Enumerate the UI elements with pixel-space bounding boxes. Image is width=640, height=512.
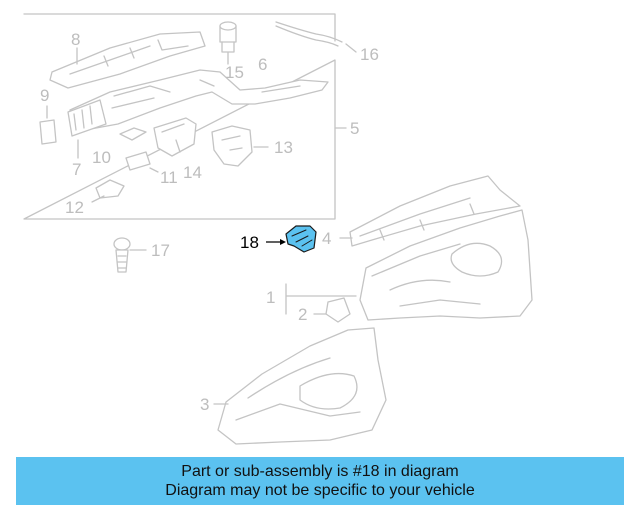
callout-13: 13 — [274, 138, 293, 157]
part-4-reinforcement — [339, 175, 521, 247]
callout-3: 3 — [200, 395, 209, 414]
callout-9: 9 — [40, 86, 49, 105]
part-15-plug — [219, 21, 237, 65]
banner-line-1: Part or sub-assembly is #18 in diagram — [181, 463, 459, 480]
part-6-rail — [69, 69, 329, 133]
callout-2: 2 — [298, 305, 307, 324]
callout-15: 15 — [225, 63, 244, 82]
callout-17: 17 — [151, 241, 170, 260]
part-14-bracket — [153, 117, 197, 157]
part-16-strap — [275, 21, 357, 53]
leader-18-arrowhead — [280, 239, 286, 245]
part-3-apron — [213, 327, 387, 445]
part-10-pad — [119, 127, 147, 141]
banner-line-2: Diagram may not be specific to your vehi… — [165, 482, 475, 499]
part-18-highlighted — [266, 225, 317, 253]
part-8-rail — [49, 31, 206, 89]
part-11-block — [125, 151, 159, 173]
callout-11: 11 — [160, 168, 178, 187]
callout-10: 10 — [92, 148, 111, 167]
part-7-member — [67, 99, 107, 159]
callout-18: 18 — [240, 233, 259, 252]
callout-12: 12 — [65, 198, 84, 217]
callout-16: 16 — [360, 45, 379, 64]
callout-14: 14 — [183, 163, 202, 182]
callout-5: 5 — [350, 119, 359, 138]
callout-6: 6 — [258, 55, 267, 74]
callout-4: 4 — [322, 229, 331, 248]
callout-1: 1 — [266, 288, 275, 307]
part-2-gusset — [313, 297, 351, 323]
info-banner: Part or sub-assembly is #18 in diagram D… — [16, 457, 624, 505]
part-13-mount — [211, 125, 269, 167]
part-9-bracket — [39, 105, 57, 145]
callout-8: 8 — [71, 30, 80, 49]
part-12-clip — [91, 179, 125, 203]
part-17-eyebolt — [113, 237, 147, 273]
callout-7: 7 — [72, 160, 81, 179]
part-1-wheelhouse — [285, 209, 533, 321]
